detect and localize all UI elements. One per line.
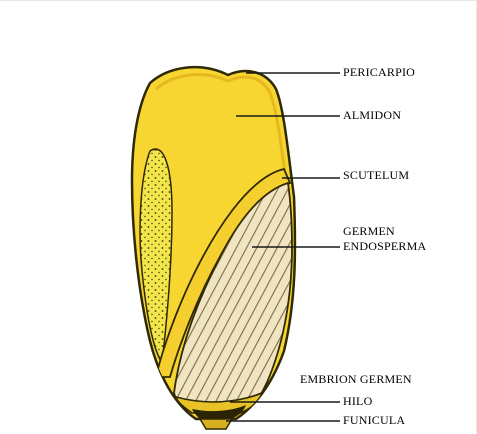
label-almidon: ALMIDON [343,108,401,122]
label-scutelum: SCUTELUM [343,168,409,182]
label-funicula: FUNICULA [343,413,405,427]
label-pericarpio: PERICARPIO [343,65,415,79]
label-hilo: HILO [343,394,373,408]
label-germen: GERMEN [343,224,395,238]
kernel [132,67,295,429]
label-endosperma: ENDOSPERMA [343,239,426,253]
label-embrion-germen: EMBRION GERMEN [300,372,412,386]
labels: PERICARPIO ALMIDON SCUTELUM GERMEN ENDOS… [300,65,426,427]
